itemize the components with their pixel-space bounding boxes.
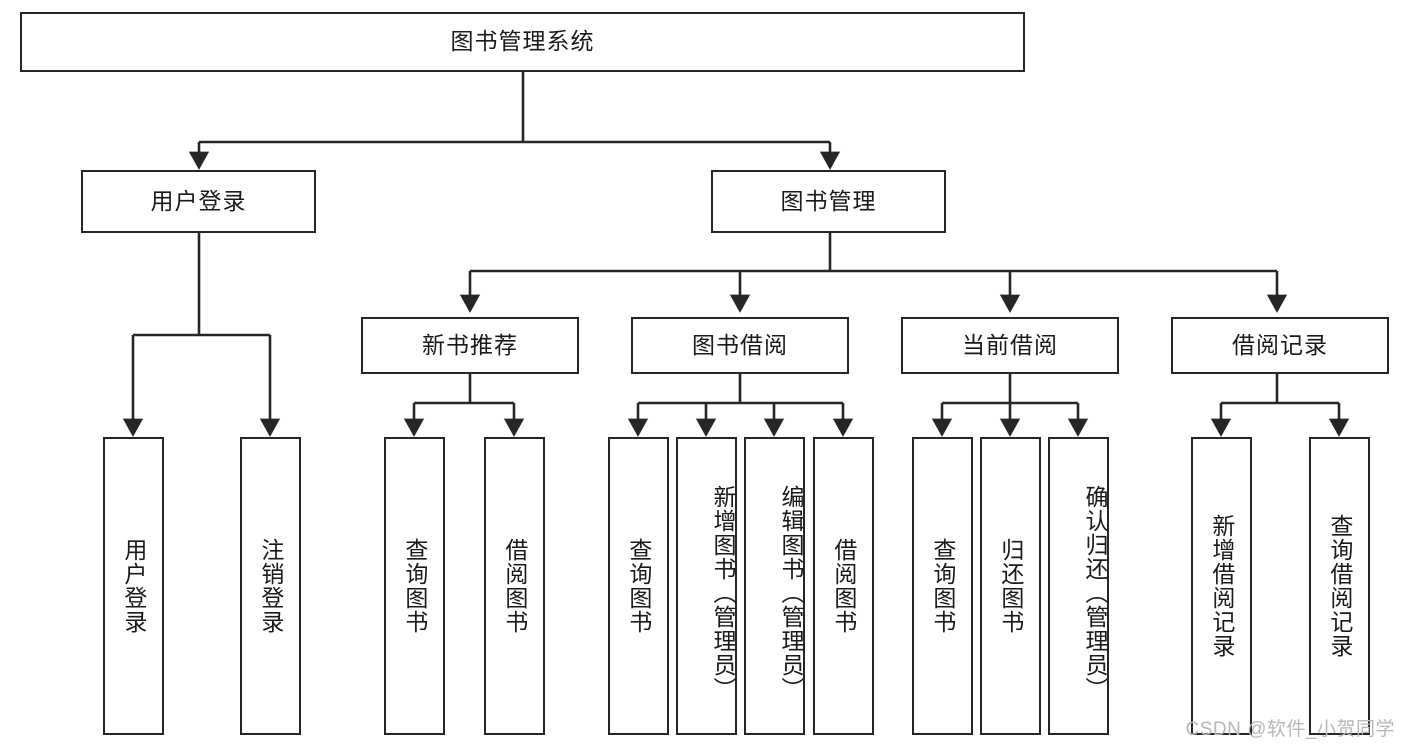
node-label: 归还图书: [997, 538, 1024, 634]
node-label: 图书管理系统: [450, 28, 595, 55]
node-book-management[interactable]: 图书管理: [711, 170, 946, 233]
node-current-borrow[interactable]: 当前借阅: [901, 317, 1119, 374]
leaf-user-login-login[interactable]: 用户登录: [103, 437, 164, 735]
node-user-login[interactable]: 用户登录: [81, 170, 316, 233]
node-label: 新增借阅记录: [1208, 514, 1235, 658]
leaf-new-book-query[interactable]: 查询图书: [384, 437, 445, 735]
node-label: 图书管理: [780, 187, 877, 214]
node-label: 查询图书: [625, 538, 652, 634]
node-new-book-recommend[interactable]: 新书推荐: [361, 317, 579, 374]
leaf-current-return-book[interactable]: 归还图书: [980, 437, 1041, 735]
node-label: 新书推荐: [422, 331, 518, 358]
node-label: 查询图书: [401, 538, 428, 634]
node-label: 编辑图书（管理员）: [778, 485, 804, 701]
node-label: 图书借阅: [692, 331, 788, 358]
csdn-watermark: CSDN @软件_小贺同学: [1185, 719, 1395, 740]
node-label: 新增图书（管理员）: [710, 485, 736, 701]
node-label: 当前借阅: [962, 331, 1058, 358]
node-label: 借阅图书: [830, 538, 857, 634]
node-book-borrow[interactable]: 图书借阅: [631, 317, 849, 374]
leaf-borrow-edit-book-admin[interactable]: 编辑图书（管理员）: [744, 437, 805, 735]
node-label: 查询借阅记录: [1326, 514, 1353, 658]
leaf-user-login-logout[interactable]: 注销登录: [240, 437, 301, 735]
node-label: 查询图书: [929, 538, 956, 634]
node-book-management-system[interactable]: 图书管理系统: [20, 12, 1025, 72]
node-label: 注销登录: [257, 538, 284, 634]
leaf-borrow-borrow-book[interactable]: 借阅图书: [813, 437, 874, 735]
node-borrow-record[interactable]: 借阅记录: [1171, 317, 1389, 374]
node-label: 借阅图书: [501, 538, 528, 634]
node-label: 用户登录: [120, 538, 147, 634]
node-label: 用户登录: [150, 187, 247, 214]
node-label: 确认归还（管理员）: [1082, 485, 1108, 701]
leaf-current-query-book[interactable]: 查询图书: [912, 437, 973, 735]
leaf-current-confirm-return-admin[interactable]: 确认归还（管理员）: [1048, 437, 1109, 735]
leaf-borrow-add-book-admin[interactable]: 新增图书（管理员）: [676, 437, 737, 735]
leaf-borrow-query-book[interactable]: 查询图书: [608, 437, 669, 735]
leaf-record-add-record[interactable]: 新增借阅记录: [1191, 437, 1252, 735]
leaf-record-query-record[interactable]: 查询借阅记录: [1309, 437, 1370, 735]
leaf-new-book-borrow[interactable]: 借阅图书: [484, 437, 545, 735]
node-label: 借阅记录: [1232, 331, 1328, 358]
